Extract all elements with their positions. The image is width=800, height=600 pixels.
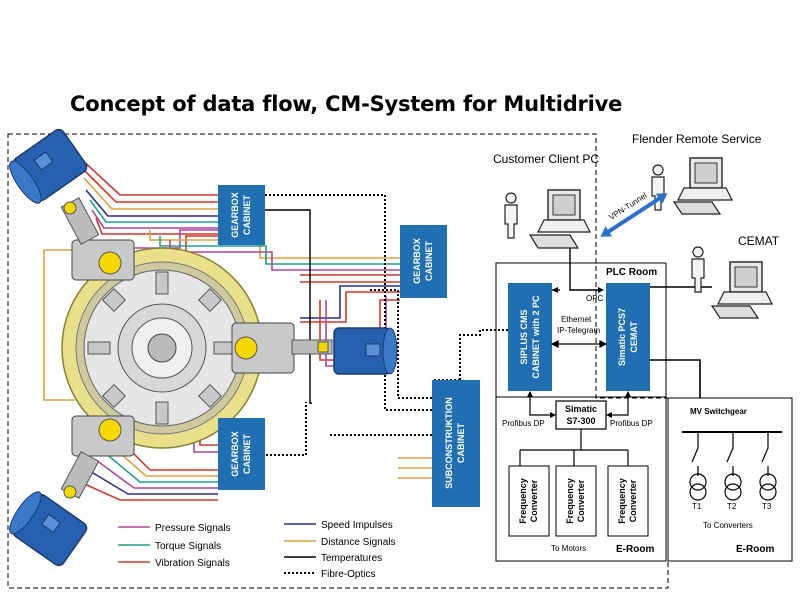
page-title: Concept of data flow, CM-System for Mult… xyxy=(70,92,623,116)
eroom-left-label: E-Room xyxy=(616,544,654,555)
mv-busbar xyxy=(682,431,782,501)
temperature-links xyxy=(265,209,312,404)
gearbox-cabinet-mid-line2: CABINET xyxy=(424,240,434,281)
t2-label: T2 xyxy=(727,502,737,511)
svg-text:Frequency: Frequency xyxy=(565,478,575,524)
gearbox-cabinet-bottom-line2: CABINET xyxy=(242,433,252,474)
s7-line1: Simatic xyxy=(565,404,597,414)
flender-pc xyxy=(672,157,733,215)
opc-arrow xyxy=(598,287,604,293)
frequency-converter-3: Frequency Converter xyxy=(607,465,649,537)
svg-text:Frequency: Frequency xyxy=(617,478,627,524)
profibus-right-label: Profibus DP xyxy=(610,419,653,428)
profibus-arrow-left xyxy=(527,391,533,397)
legend-right: Speed Impulses Distance Signals Temperat… xyxy=(284,520,395,580)
gearbox-cabinet-mid: GEARBOX CABINET xyxy=(400,225,447,298)
gearbox-cabinet-bottom-line1: GEARBOX xyxy=(230,431,240,477)
subconstruction-cabinet-line2: CABINET xyxy=(456,422,466,463)
cemat-pc xyxy=(710,261,773,319)
customer-pc-label: Customer Client PC xyxy=(493,152,599,166)
t1-label: T1 xyxy=(692,502,702,511)
legend-fibre-optics-label: Fibre-Optics xyxy=(321,569,375,580)
customer-person-icon xyxy=(504,192,518,239)
pcs7-to-switchgear xyxy=(650,359,701,398)
svg-text:Converter: Converter xyxy=(529,479,539,522)
legend-torque-label: Torque Signals xyxy=(155,541,221,552)
siplus-cms-cabinet: SIPLUS CMS CABINET with 2 PC xyxy=(508,283,552,391)
plc-room-label: PLC Room xyxy=(606,267,657,278)
frequency-converter-2: Frequency Converter xyxy=(555,465,597,537)
flender-label: Flender Remote Service xyxy=(632,132,762,146)
pcs7-cabinet-line2: CEMAT xyxy=(629,321,639,353)
gearbox-cabinet-top-line2: CABINET xyxy=(242,194,252,235)
profibus-arrowhead-1 xyxy=(550,412,556,418)
subconstruction-cabinet: SUBCONSTRUKTION CABINET xyxy=(432,380,480,507)
gearbox-cabinet-mid-line1: GEARBOX xyxy=(412,238,422,284)
s7-300: Simatic S7-300 xyxy=(555,400,607,430)
svg-text:Frequency: Frequency xyxy=(518,478,528,524)
legend-distance-label: Distance Signals xyxy=(321,537,395,548)
opc-arrow-left xyxy=(552,287,558,293)
motors xyxy=(9,128,398,567)
pinion-drives xyxy=(60,197,333,499)
legend-pressure-label: Pressure Signals xyxy=(155,523,231,534)
gearbox-cabinet-bottom: GEARBOX CABINET xyxy=(218,418,265,490)
legend-speed-label: Speed Impulses xyxy=(321,520,393,531)
svg-text:Converter: Converter xyxy=(628,479,638,522)
profibus-left-label: Profibus DP xyxy=(502,419,545,428)
simatic-pcs7-cabinet: Simatic PCS7 CEMAT xyxy=(606,283,650,391)
eroom-right-box xyxy=(667,397,793,562)
eroom-right-label: E-Room xyxy=(736,544,774,555)
siplus-cabinet-line2: CABINET with 2 PC xyxy=(531,295,541,379)
s7-line2: S7-300 xyxy=(566,416,595,426)
profibus-arrowhead-2 xyxy=(606,412,612,418)
eroom-left-box xyxy=(495,396,667,562)
legend-temperatures-label: Temperatures xyxy=(321,553,382,564)
to-converters-label: To Converters xyxy=(703,521,753,530)
frequency-converter-1: Frequency Converter xyxy=(508,465,550,537)
ring-gear xyxy=(61,247,263,449)
svg-text:Converter: Converter xyxy=(576,479,586,522)
mv-switchgear-label: MV Switchgear xyxy=(690,407,747,416)
siplus-cabinet-line1: SIPLUS CMS xyxy=(519,309,529,364)
subconstruction-cabinet-line1: SUBCONSTRUKTION xyxy=(444,397,454,489)
ip-telegram-label: IP-Telegram xyxy=(557,326,600,335)
to-motors-label: To Motors xyxy=(551,544,586,553)
gearbox-cabinet-top: GEARBOX CABINET xyxy=(218,185,265,245)
cemat-label: CEMAT xyxy=(738,234,780,248)
gearbox-cabinet-top-line1: GEARBOX xyxy=(230,192,240,238)
pcs7-cabinet-line1: Simatic PCS7 xyxy=(617,308,627,366)
opc-link xyxy=(552,245,600,291)
opc-label: OPC xyxy=(586,294,604,303)
customer-pc xyxy=(528,189,591,249)
profibus-arrow-right xyxy=(625,391,631,397)
legend-vibration-label: Vibration Signals xyxy=(155,558,230,569)
t3-label: T3 xyxy=(762,502,772,511)
ethernet-link xyxy=(550,340,608,348)
cemat-person-icon xyxy=(691,246,705,293)
legend-left: Pressure Signals Torque Signals Vibratio… xyxy=(118,523,231,569)
profibus-links xyxy=(519,395,629,466)
ethernet-label: Ethernet xyxy=(561,315,592,324)
